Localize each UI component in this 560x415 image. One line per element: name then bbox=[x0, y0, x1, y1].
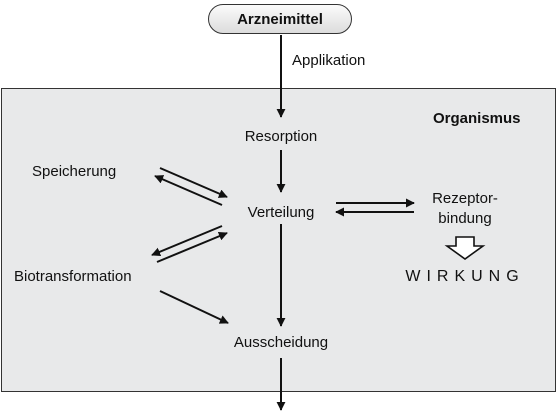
ausscheidung-node: Ausscheidung bbox=[233, 334, 329, 351]
resorption-node: Resorption bbox=[244, 128, 318, 145]
applikation-label: Applikation bbox=[292, 52, 366, 69]
wirkung-node: WIRKUNG bbox=[405, 268, 525, 285]
biotransformation-node: Biotransformation bbox=[14, 268, 132, 285]
verteilung-node: Verteilung bbox=[247, 204, 315, 221]
rezeptor-line1: Rezeptor- bbox=[432, 190, 498, 207]
arzneimittel-node: Arzneimittel bbox=[208, 4, 352, 34]
arrow-speicherung-verteilung bbox=[159, 167, 228, 198]
arrow-biotransformation-verteilung bbox=[156, 231, 228, 263]
rezeptor-line2: bindung bbox=[438, 210, 492, 227]
arrow-biotransformation-ausscheidung bbox=[159, 290, 229, 324]
arrow-verteilung-speicherung bbox=[154, 175, 223, 206]
hollow-arrow-wirkung bbox=[444, 236, 486, 260]
speicherung-node: Speicherung bbox=[32, 163, 117, 180]
arrow-verteilung-biotransformation bbox=[151, 225, 223, 257]
organismus-label: Organismus bbox=[433, 110, 521, 127]
arzneimittel-label: Arzneimittel bbox=[237, 10, 323, 28]
